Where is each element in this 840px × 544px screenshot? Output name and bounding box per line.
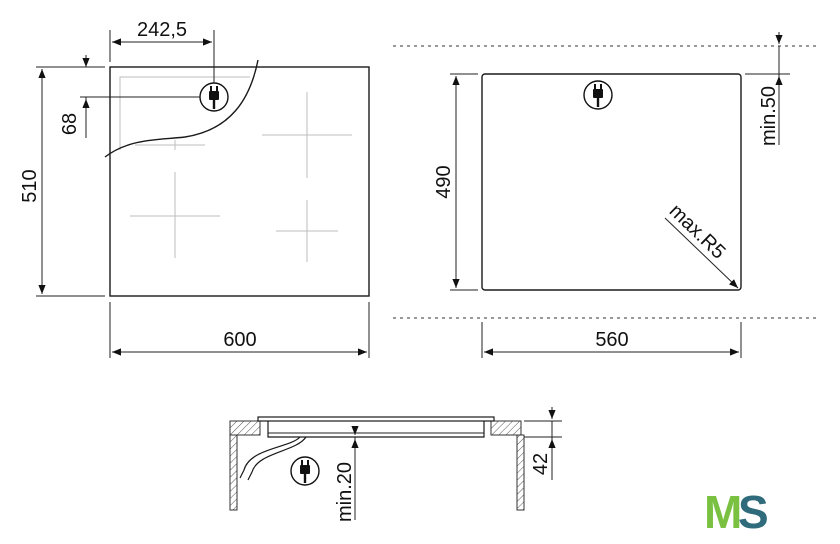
cooking-zone-rear-left: [135, 140, 205, 150]
plug-icon-section: [290, 456, 320, 486]
hob-inner-frame: [119, 76, 250, 150]
worktop-left: [229, 420, 261, 436]
cable-curve: [104, 59, 259, 158]
brand-logo: M S: [704, 486, 769, 538]
plug-icon-cutout: [583, 80, 613, 110]
hob-glass: [257, 416, 495, 422]
plug-icon: [199, 82, 229, 112]
cooking-zone-front-right: [276, 200, 338, 262]
hob-outline: [109, 66, 370, 297]
dim-plug-offset-y: 68: [59, 113, 81, 135]
cabinet-wall-left: [229, 434, 238, 511]
cooking-zone-front-left: [130, 172, 220, 258]
logo-letter-s: S: [738, 486, 769, 538]
dim-line-radius: [664, 217, 739, 289]
cutout-outline: [481, 73, 742, 291]
dim-hob-width: 600: [223, 329, 256, 351]
logo-letter-m: M: [704, 486, 742, 538]
cutout-view: min.50 490 max.R5 560: [393, 32, 820, 358]
dim-clearance-below: min.20: [334, 462, 356, 522]
dim-corner-radius: max.R5: [665, 200, 730, 264]
worktop-right: [490, 420, 522, 436]
cooking-zone-rear-right: [262, 92, 352, 178]
cable-section: [239, 436, 301, 479]
dim-clearance: min.50: [758, 86, 780, 146]
dim-hob-depth: 510: [19, 169, 41, 202]
dim-cutout-depth: 490: [433, 165, 455, 198]
hob-body: [267, 421, 485, 438]
dim-section-height: 42: [530, 453, 552, 475]
hob-top-view: 242,5 68 510 600: [19, 19, 370, 358]
cabinet-wall-right: [516, 434, 525, 511]
dim-plug-offset-x: 242,5: [137, 19, 187, 41]
dim-cutout-width: 560: [595, 329, 628, 351]
section-view: min.20 42: [229, 407, 562, 522]
